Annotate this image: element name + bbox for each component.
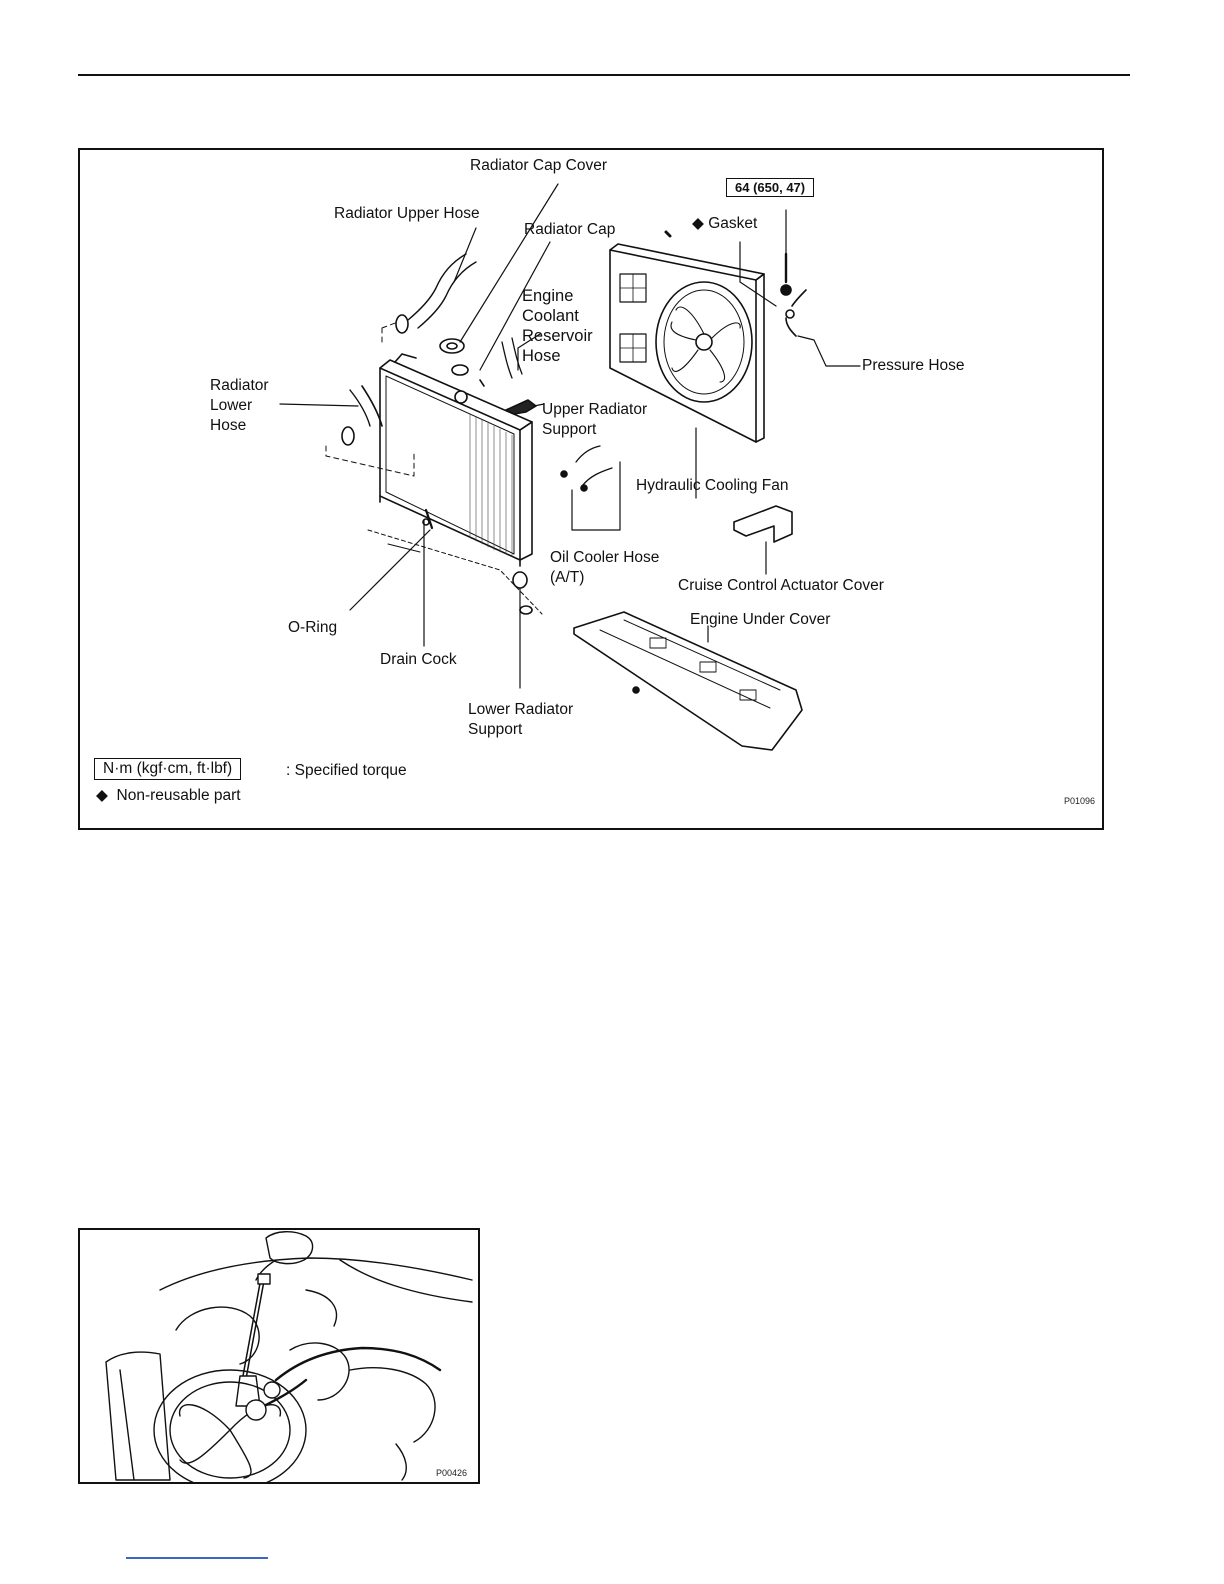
engine-bay-drawing bbox=[105, 1231, 473, 1482]
legend-nonreusable-text: Non-reusable part bbox=[116, 787, 241, 804]
label-cruise-control-actuator-cover: Cruise Control Actuator Cover bbox=[678, 577, 884, 594]
upper-support-drawing bbox=[505, 399, 537, 415]
label-pressure-hose: Pressure Hose bbox=[862, 357, 965, 374]
label-lower-radiator-support: Lower Radiator Support bbox=[468, 701, 574, 738]
legend-torque-unit: N·m (kgf·cm, ft·lbf) bbox=[94, 758, 242, 780]
radiator-components-figure: Radiator Cap Cover 64 (650, 47) Radiator… bbox=[78, 148, 1104, 830]
label-oil-cooler-hose: Oil Cooler Hose (A/T) bbox=[550, 549, 660, 586]
lower-support-bushing bbox=[512, 571, 528, 589]
reservoir-hose-drawing bbox=[501, 337, 523, 379]
oil-cooler-hose-drawing bbox=[560, 445, 613, 492]
label-drain-cock: Drain Cock bbox=[380, 651, 457, 668]
torque-callout: 64 (650, 47) bbox=[726, 178, 815, 197]
upper-hose-drawing bbox=[381, 253, 477, 345]
label-radiator-cap: Radiator Cap bbox=[524, 221, 616, 238]
legend-torque-text: : Specified torque bbox=[286, 762, 407, 779]
drain-cock-drawing bbox=[367, 508, 543, 615]
top-rule bbox=[78, 74, 1130, 76]
label-hydraulic-cooling-fan: Hydraulic Cooling Fan bbox=[636, 477, 789, 494]
figure-code: P00426 bbox=[436, 1468, 468, 1478]
label-engine-under-cover: Engine Under Cover bbox=[690, 611, 831, 628]
cooling-fan-drawing bbox=[609, 230, 765, 443]
label-o-ring: O-Ring bbox=[288, 619, 338, 636]
actuator-cover-drawing bbox=[733, 505, 793, 543]
legend-nonreusable: ◆ Non-reusable part bbox=[96, 786, 241, 806]
pressure-hose-illustration: P00426 bbox=[78, 1228, 480, 1484]
nonreusable-marker: ◆ bbox=[692, 215, 704, 232]
label-radiator-upper-hose: Radiator Upper Hose bbox=[334, 205, 480, 222]
label-upper-radiator-support: Upper Radiator Support bbox=[542, 401, 648, 438]
label-engine-coolant-reservoir-hose: Engine Coolant Reservoir Hose bbox=[522, 287, 593, 365]
engine-under-cover-drawing bbox=[573, 611, 803, 751]
label-gasket: ◆ Gasket bbox=[692, 214, 757, 234]
pressure-hose-drawing bbox=[780, 252, 807, 337]
radiator-cap-drawing bbox=[439, 338, 485, 387]
leader-lines bbox=[279, 183, 861, 689]
nonreusable-symbol: ◆ bbox=[96, 787, 108, 804]
footer-link-underline bbox=[126, 1557, 268, 1559]
label-radiator-lower-hose: Radiator Lower Hose bbox=[210, 377, 269, 434]
lower-hose-drawing bbox=[325, 385, 415, 477]
label-gasket-text: Gasket bbox=[708, 215, 758, 232]
label-radiator-cap-cover: Radiator Cap Cover bbox=[470, 157, 607, 174]
figure-code: P01096 bbox=[1064, 796, 1096, 806]
radiator-exploded-drawing bbox=[279, 183, 861, 751]
radiator-drawing bbox=[379, 353, 533, 567]
